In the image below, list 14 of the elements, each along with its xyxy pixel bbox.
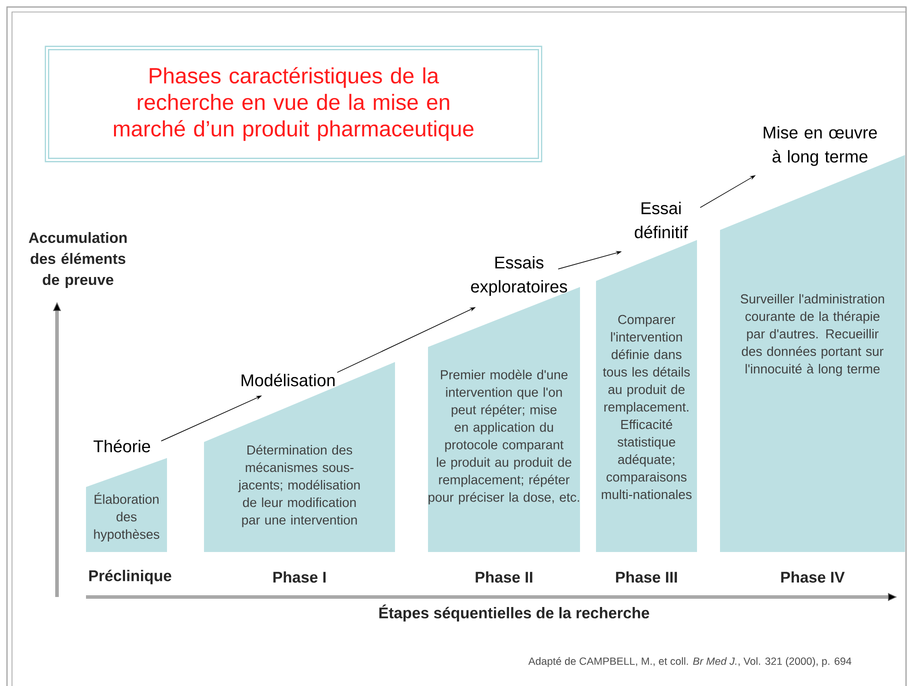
stage-label: Essai définitif (634, 202, 688, 238)
phase-block: Comparer l'intervention définie dans tous les détails au produit de remplacement. Efficacité statistique adéquate; comparaisons multi-nationales (596, 240, 697, 552)
axis-label: Accumulation des éléments de preuve (28, 232, 127, 288)
stage-label: Modélisation (242, 374, 335, 386)
title-box: Phases caractéristiques de la recherche en vue de la mise en marché d’un produit pharmaceutique (44, 46, 542, 162)
phase-label: Phase I (273, 571, 326, 583)
stage-label: Théorie (94, 440, 150, 452)
phase-label: Préclinique (89, 570, 172, 584)
phase-block: Élaboration des hypothèses (86, 458, 167, 552)
phase-label: Phase III (616, 571, 677, 583)
source-note: Adapté de CAMPBELL, M., et coll. Br Med J., Vol. 321 (2000), p. 694 (528, 657, 852, 667)
phase-label: Phase IV (781, 571, 845, 583)
axis-label: Étapes séquentielles de la recherche (379, 604, 650, 622)
phase-label: Phase II (476, 571, 532, 583)
